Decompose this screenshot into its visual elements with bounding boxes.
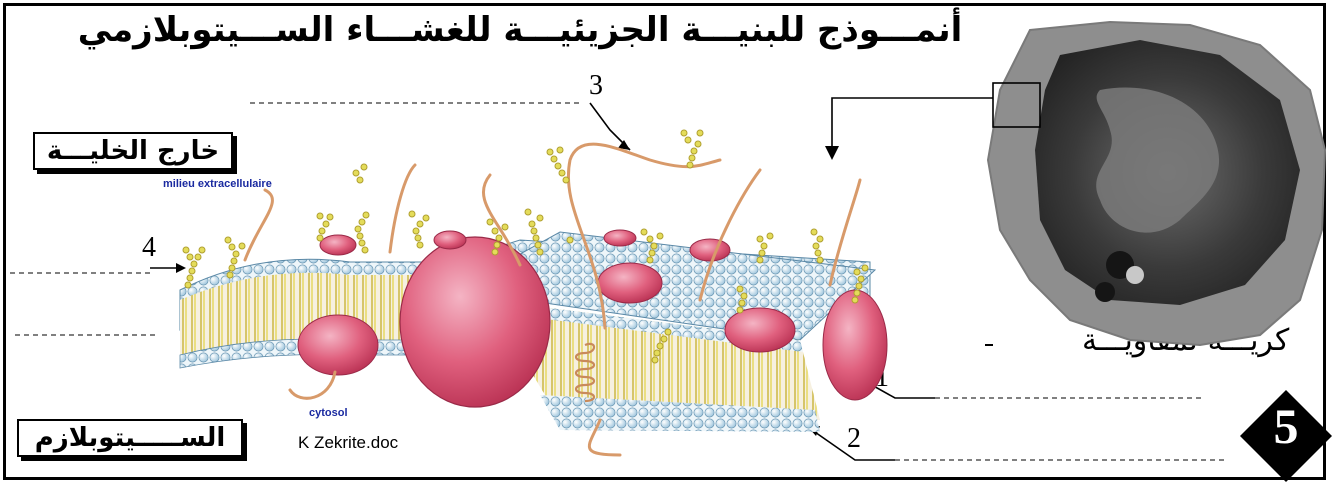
glyco-chain [409,211,429,248]
surface-protein-1 [598,263,662,303]
peripheral-protein-left [298,315,378,375]
glyco-chain [811,229,823,263]
zoom-arrowhead [825,146,839,160]
large-transmembrane-protein [400,237,550,407]
arrowhead-4 [176,263,186,273]
zoom-arrow [832,98,993,150]
glyco-chain [353,164,369,253]
vacuole [1126,266,1144,284]
surface-protein-2 [725,308,795,352]
transmembrane-protein-right [823,290,887,400]
surface-protein-3 [690,239,730,261]
surface-protein-5 [434,231,466,249]
glyco-chain [681,130,703,168]
arrow-2 [812,430,895,460]
surface-protein-4 [320,235,356,255]
badge-number: 5 [1240,397,1332,455]
surface-protein-6 [604,230,636,246]
lymphocyte-micrograph [988,22,1325,345]
